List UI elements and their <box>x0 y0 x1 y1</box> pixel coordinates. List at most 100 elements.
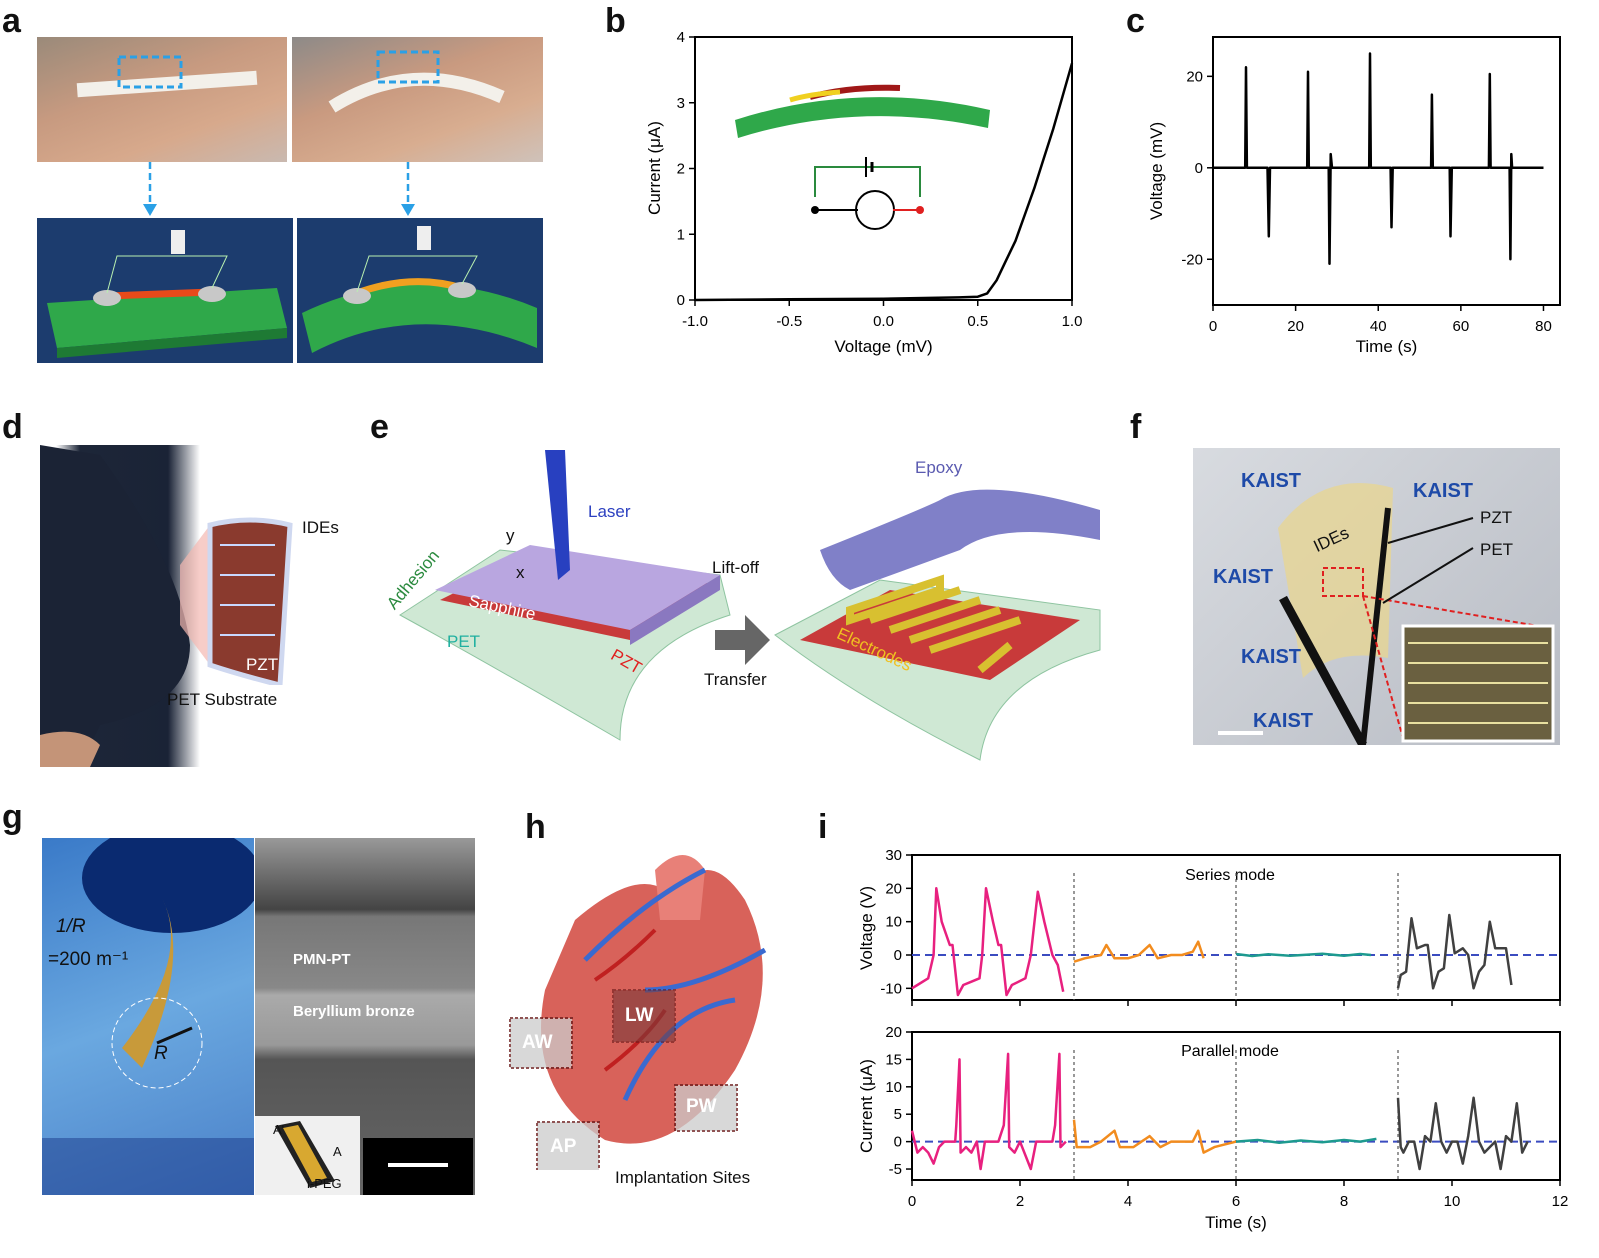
x-tick-label: 12 <box>1552 1193 1569 1210</box>
y-tick-label: 10 <box>885 914 902 931</box>
plot-frame-c <box>1212 36 1561 306</box>
label-pzt: PZT <box>246 655 279 674</box>
label-beryllium-bronze: Beryllium bronze <box>293 1003 415 1020</box>
photo-hand-bent <box>292 37 543 162</box>
y-tick-label: 20 <box>885 880 902 897</box>
x-tick-label: 60 <box>1453 318 1470 335</box>
panel-label-e: e <box>370 408 389 446</box>
arrows-down-icon <box>143 162 415 216</box>
label-pmn-pt: PMN-PT <box>293 951 351 968</box>
y-axis-label: Current (μA) <box>645 121 664 215</box>
label-epoxy: Epoxy <box>915 458 963 477</box>
x-tick-label: 0 <box>908 1193 916 1210</box>
label-axis-y: y <box>506 526 515 545</box>
watermark-kaist: KAIST <box>1253 710 1313 732</box>
x-tick-label: 20 <box>1287 318 1304 335</box>
x-axis-label: Time (s) <box>1356 337 1418 356</box>
x-tick-label: 80 <box>1535 318 1552 335</box>
panel-label-h: h <box>525 808 546 846</box>
series-line-segment-3 <box>1235 952 1372 958</box>
y-tick-label: 5 <box>894 1106 902 1123</box>
series-line-segment-1 <box>911 887 1065 997</box>
fabrication-diagram <box>399 450 1101 761</box>
label-ides: IDEs <box>302 518 339 537</box>
pzt-device-render <box>180 517 293 685</box>
photo-arm <box>40 445 200 767</box>
series-line-segment-4 <box>1396 1096 1529 1171</box>
implantation-sites-caption: Implantation Sites <box>615 1168 751 1187</box>
label-laser: Laser <box>588 502 631 521</box>
x-tick-label: -1.0 <box>682 313 708 330</box>
label-i-peg: i-PEG <box>307 1176 342 1191</box>
x-axis-label: Voltage (mV) <box>834 337 932 356</box>
render-flat-device <box>37 218 293 363</box>
panel-label-a: a <box>2 2 21 40</box>
x-tick-label: 0.0 <box>873 313 894 330</box>
label-curvature: 1/R <box>56 916 86 937</box>
y-tick-label: 0 <box>894 1134 902 1151</box>
watermark-kaist: KAIST <box>1213 566 1273 588</box>
x-tick-label: 1.0 <box>1062 313 1083 330</box>
watermark-kaist: KAIST <box>1241 646 1301 668</box>
x-tick-label: 8 <box>1340 1193 1348 1210</box>
y-tick-label: 20 <box>885 1024 902 1041</box>
y-tick-label: 0 <box>677 292 685 309</box>
site-lw: LW <box>625 1005 654 1026</box>
y-tick-label: 15 <box>885 1051 902 1068</box>
scale-bar-box <box>363 1138 473 1195</box>
heart-illustration <box>509 855 767 1170</box>
series-line-output <box>1213 52 1544 266</box>
x-tick-label: 0 <box>1209 318 1217 335</box>
label-pet: PET <box>447 632 481 651</box>
panel-label-f: f <box>1130 408 1142 446</box>
panel-label-c: c <box>1126 2 1145 40</box>
series-line-segment-1 <box>910 1052 1067 1171</box>
photo-hand-flat <box>37 37 287 162</box>
label-lift-off: Lift-off <box>712 558 759 577</box>
site-ap: AP <box>550 1136 577 1157</box>
y-tick-label: 4 <box>677 29 685 46</box>
label-a-prime: A' <box>273 1122 285 1137</box>
photo-flexible-device: KAIST KAIST KAIST KAIST KAIST IDEs PZT P… <box>1193 448 1560 745</box>
x-tick-label: 10 <box>1444 1193 1461 1210</box>
watermark-kaist: KAIST <box>1413 480 1473 502</box>
site-aw: AW <box>522 1032 553 1053</box>
inset-device: A' A i-PEG <box>255 1116 360 1195</box>
x-tick-label: 0.5 <box>967 313 988 330</box>
label-curvature-value: =200 m⁻¹ <box>48 949 129 970</box>
render-bent-device <box>297 218 543 363</box>
y-tick-label: 30 <box>885 847 902 864</box>
y-tick-label: 0 <box>1195 160 1203 177</box>
series-line-segment-3 <box>1235 1137 1377 1144</box>
sem-cross-section: PMN-PT Beryllium bronze A' A i-PEG <box>255 838 475 1195</box>
x-tick-label: 6 <box>1232 1193 1240 1210</box>
panel-label-i: i <box>818 808 828 846</box>
y-tick-label: 10 <box>885 1079 902 1096</box>
panel-label-d: d <box>2 408 23 446</box>
y-axis-label: Voltage (V) <box>857 886 876 970</box>
series-line-segment-2 <box>1073 940 1205 963</box>
plot-frame-i-top <box>911 854 1561 1001</box>
y-tick-label: -5 <box>889 1161 902 1178</box>
plot-title: Parallel mode <box>1181 1043 1279 1060</box>
label-pet-f: PET <box>1480 540 1514 559</box>
y-tick-label: 1 <box>677 226 685 243</box>
site-pw: PW <box>686 1096 717 1117</box>
y-tick-label: -10 <box>880 980 902 997</box>
panel-label-b: b <box>605 2 626 40</box>
scale-bar <box>388 1163 448 1167</box>
label-axis-x: x <box>516 563 525 582</box>
y-tick-label: 20 <box>1186 68 1203 85</box>
y-tick-label: 3 <box>677 95 685 112</box>
panel-label-g: g <box>2 798 23 836</box>
label-a: A <box>333 1144 342 1159</box>
x-tick-label: 2 <box>1016 1193 1024 1210</box>
y-tick-label: 2 <box>677 161 685 178</box>
y-tick-label: 0 <box>894 947 902 964</box>
y-axis-label: Current (μA) <box>857 1059 876 1153</box>
x-tick-label: 40 <box>1370 318 1387 335</box>
watermark-kaist: KAIST <box>1241 470 1301 492</box>
label-pzt-f: PZT <box>1480 508 1513 527</box>
y-tick-label: -20 <box>1181 251 1203 268</box>
x-tick-label: -0.5 <box>776 313 802 330</box>
